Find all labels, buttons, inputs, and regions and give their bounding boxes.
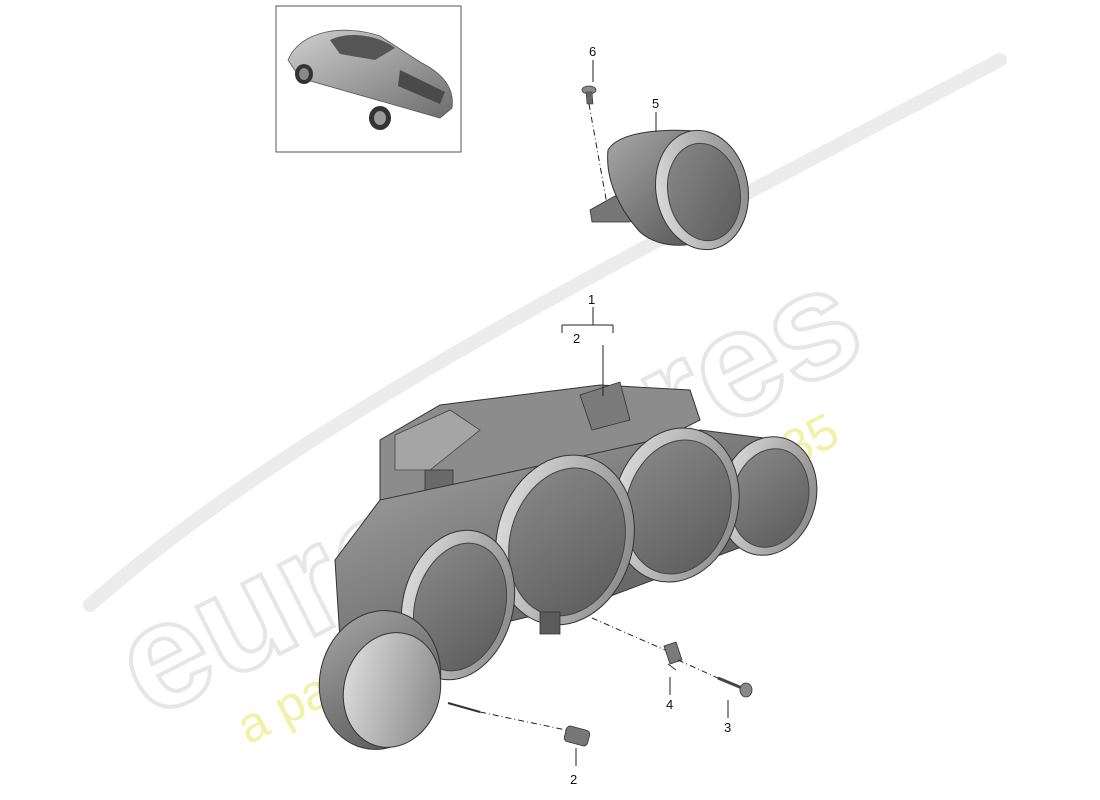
callout-4: 4 <box>666 697 673 712</box>
vehicle-thumbnail <box>275 5 462 153</box>
callout-1: 1 <box>588 292 595 307</box>
part-6-bolt <box>581 85 597 105</box>
callout-6: 6 <box>589 44 596 59</box>
part-1-instrument-cluster <box>318 381 818 750</box>
part-5-auxiliary-gauge <box>589 129 749 251</box>
part-3-screw <box>717 676 753 698</box>
callout-2-bottom: 2 <box>570 772 577 787</box>
callout-5: 5 <box>652 96 659 111</box>
callout-3: 3 <box>724 720 731 735</box>
part-2-reset-knob <box>447 702 591 747</box>
car-icon <box>287 29 453 130</box>
part-4-clip <box>663 641 683 671</box>
callout-2-top: 2 <box>573 331 580 346</box>
